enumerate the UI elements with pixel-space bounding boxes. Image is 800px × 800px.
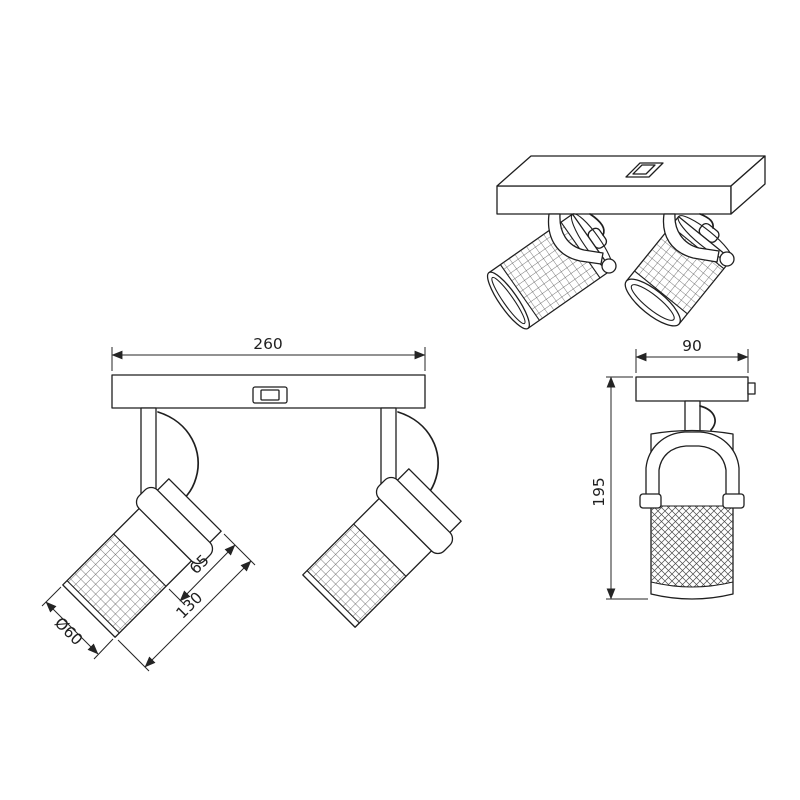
- pivot-cap-right: [722, 493, 745, 509]
- front-view: 260 65 130: [41, 335, 462, 672]
- switch-button: [632, 164, 656, 175]
- mesh-edge: [634, 270, 688, 315]
- spotlight-1: [62, 478, 222, 638]
- shade-rim-edge: [306, 570, 360, 624]
- mesh-edge: [353, 523, 407, 577]
- dim-label-spot-length: 130: [173, 589, 207, 623]
- extension-line: [223, 533, 256, 566]
- side-view: 90 195: [590, 337, 756, 600]
- extension-line: [41, 586, 62, 607]
- power-switch-side: [747, 382, 756, 395]
- perspective-view: [486, 155, 766, 330]
- shade-opening: [486, 271, 530, 330]
- mounting-bracket: [645, 431, 740, 497]
- mounting-bracket-2: [662, 213, 720, 263]
- mesh-shade: [634, 225, 724, 314]
- spotlight-2: [624, 215, 733, 327]
- power-cord: [699, 405, 716, 431]
- shade-opening: [624, 278, 681, 327]
- mesh-edge: [650, 581, 734, 588]
- mesh-shade: [67, 533, 167, 633]
- pivot-cap-2: [719, 251, 735, 267]
- power-cord-1: [589, 213, 605, 236]
- mesh-shade: [651, 506, 733, 587]
- mounting-plate: [635, 376, 749, 402]
- spotlight-2: [302, 468, 462, 628]
- mesh-shade: [307, 523, 407, 623]
- mounting-bracket-1: [547, 213, 604, 265]
- dim-label-width: 260: [253, 335, 283, 353]
- mounting-plate-top-face: [496, 155, 766, 187]
- arm: [684, 400, 701, 433]
- dim-label-height: 195: [590, 477, 608, 507]
- mesh-edge: [499, 264, 540, 321]
- mounting-plate-side-face: [730, 155, 766, 215]
- extension-line: [117, 639, 150, 672]
- pivot-cap-left: [639, 493, 662, 509]
- dimension-line-diameter: [45, 601, 99, 655]
- mounting-strap: [375, 476, 454, 555]
- dim-label-depth: 90: [682, 337, 702, 355]
- dim-label-diameter: Ø60: [51, 614, 86, 649]
- extension-line: [93, 638, 114, 660]
- power-cord-2: [699, 213, 714, 229]
- shade-opening-inner: [630, 284, 675, 321]
- switch-button: [260, 389, 280, 401]
- mounting-plate-front-face: [496, 185, 732, 215]
- dimension-line-spot-length: [144, 560, 252, 668]
- pivot-cap-1: [601, 258, 617, 274]
- shade-opening-inner: [491, 276, 526, 325]
